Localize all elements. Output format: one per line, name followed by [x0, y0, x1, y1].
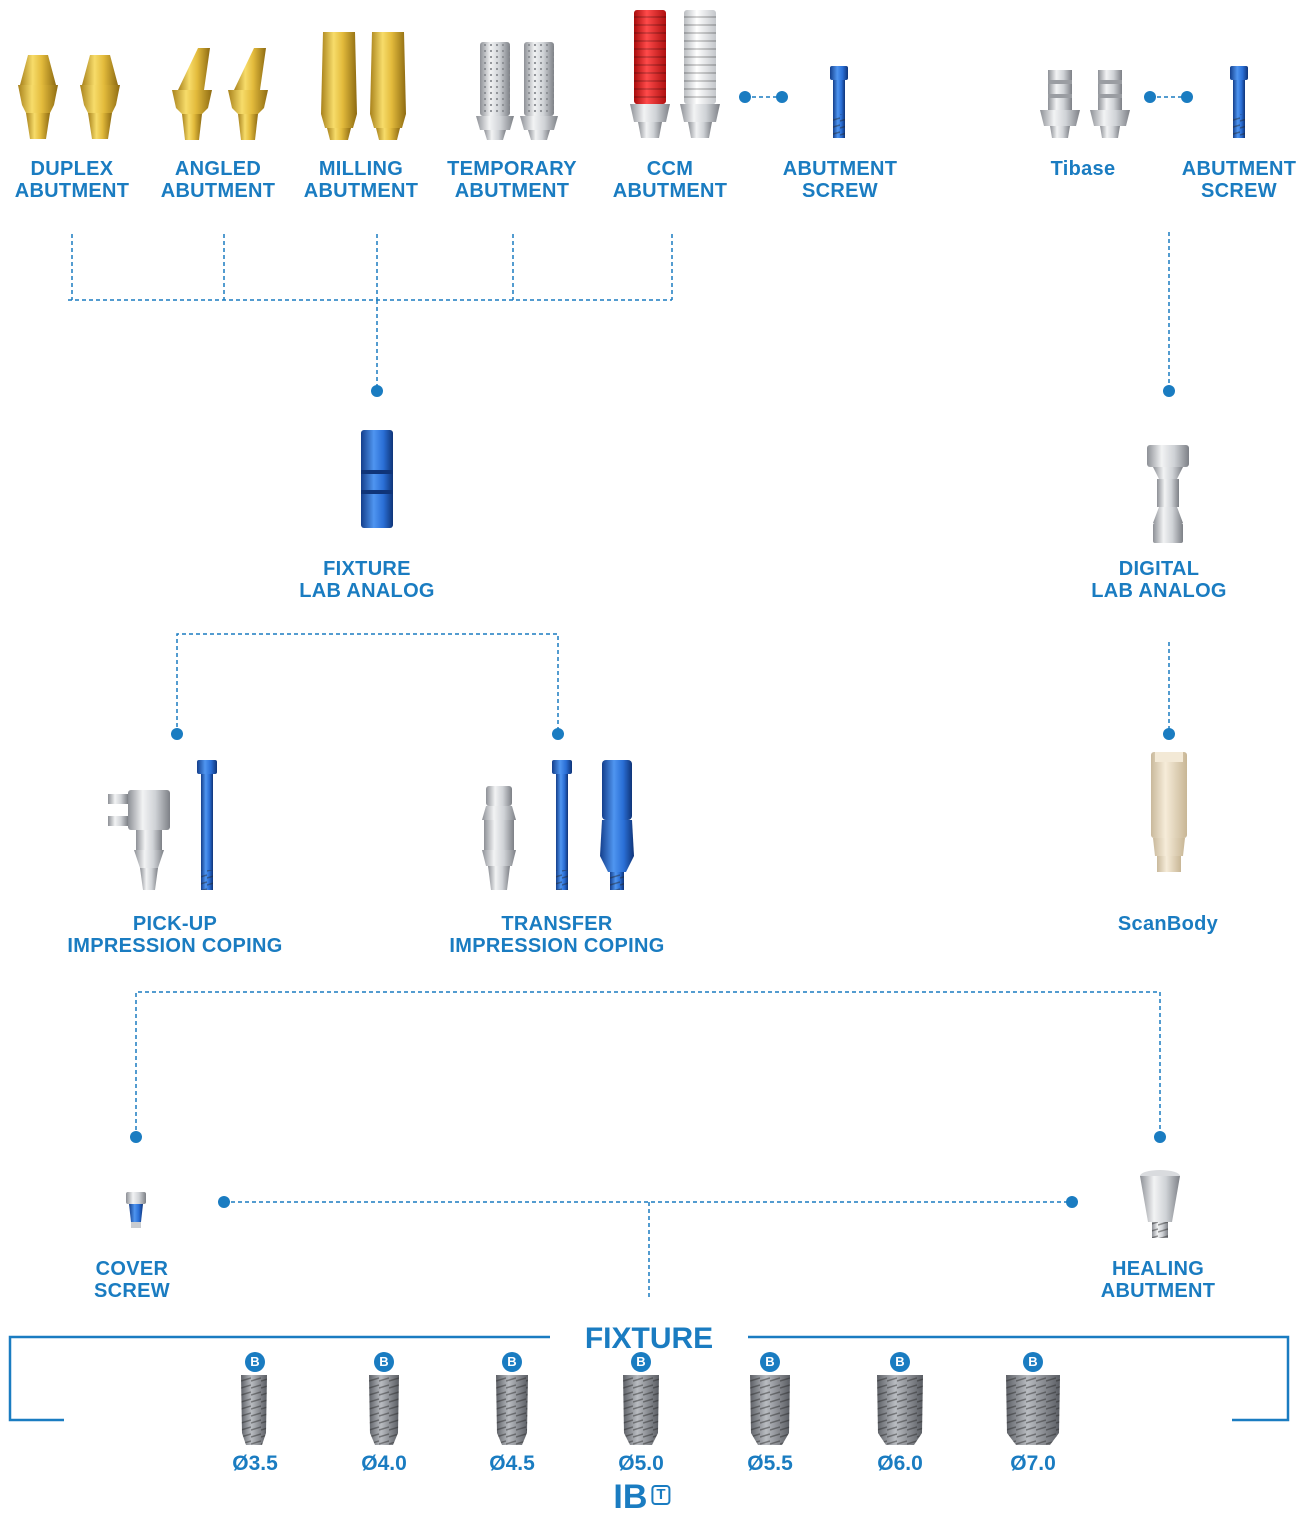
badge-b-7.0: B [1023, 1352, 1043, 1372]
healing-abutment-image [1140, 1170, 1180, 1238]
scanbody-image [1151, 752, 1187, 872]
diameter-label-4.5: Ø4.5 [489, 1452, 535, 1475]
dot-scanbody [1163, 728, 1175, 740]
connector-lower-bus [135, 991, 1161, 1137]
brand-name: IB [613, 1478, 648, 1516]
dot-screw-link [776, 91, 788, 103]
milling-abutment-image [321, 32, 406, 140]
diameter-label-4.0: Ø4.0 [361, 1452, 407, 1475]
diameter-label-6.0: Ø6.0 [877, 1452, 923, 1475]
fixture-implants [241, 1375, 1060, 1445]
diameter-label-5.0: Ø5.0 [618, 1452, 664, 1475]
connector-lines [68, 96, 1187, 1300]
angled-abutment-image [172, 48, 268, 140]
cover-screw-image [126, 1192, 146, 1228]
temporary-abutment-image [476, 42, 558, 140]
dot-cover-side [218, 1196, 230, 1208]
tibase-image [1040, 70, 1130, 138]
digital-lab-analog-image [1147, 445, 1189, 543]
label-scanbody: ScanBody [1117, 913, 1219, 935]
pickup-impression-coping-image [108, 760, 217, 890]
badge-b-4.5: B [502, 1352, 522, 1372]
badge-b-4.0: B [374, 1352, 394, 1372]
dot-fixture-analog [371, 385, 383, 397]
badge-b-5.5: B [760, 1352, 780, 1372]
duplex-abutment-image [18, 55, 120, 139]
transfer-impression-coping-image [482, 760, 634, 890]
dot-pickup [171, 728, 183, 740]
ccm-abutment-image [630, 10, 720, 138]
badge-b-6.0: B [890, 1352, 910, 1372]
fixture-bracket [8, 1335, 1290, 1422]
label-tibase: Tibase [1050, 158, 1116, 180]
diameter-label-3.5: Ø3.5 [232, 1452, 278, 1475]
dot-screw2-link [1181, 91, 1193, 103]
fixture-4.5-image [496, 1375, 528, 1445]
dot-ccm-link [739, 91, 751, 103]
fixture-5.5-image [750, 1375, 790, 1445]
dot-tibase-link [1144, 91, 1156, 103]
dot-healing-side [1066, 1196, 1078, 1208]
dot-healing-top [1154, 1131, 1166, 1143]
abutment-screw-image [830, 66, 848, 138]
dot-transfer [552, 728, 564, 740]
fixture-title: FIXTURE [574, 1322, 724, 1356]
fixture-5.0-image [623, 1375, 659, 1445]
dot-cover-top [130, 1131, 142, 1143]
badge-b-5.0: B [631, 1352, 651, 1372]
fixture-lab-analog-image [361, 430, 393, 528]
brand-mark: T [651, 1485, 671, 1506]
abutment-screw-right-image [1230, 66, 1248, 138]
diameter-label-7.0: Ø7.0 [1010, 1452, 1056, 1475]
fixture-7.0-image [1006, 1375, 1060, 1445]
badge-b-3.5: B [245, 1352, 265, 1372]
fixture-4.0-image [369, 1375, 399, 1445]
diameter-label-5.5: Ø5.5 [747, 1452, 793, 1475]
fixture-3.5-image [241, 1375, 267, 1445]
dot-digital-analog [1163, 385, 1175, 397]
connector-coping-bus [176, 633, 559, 734]
connector-dots [130, 91, 1193, 1208]
fixture-6.0-image [877, 1375, 923, 1445]
